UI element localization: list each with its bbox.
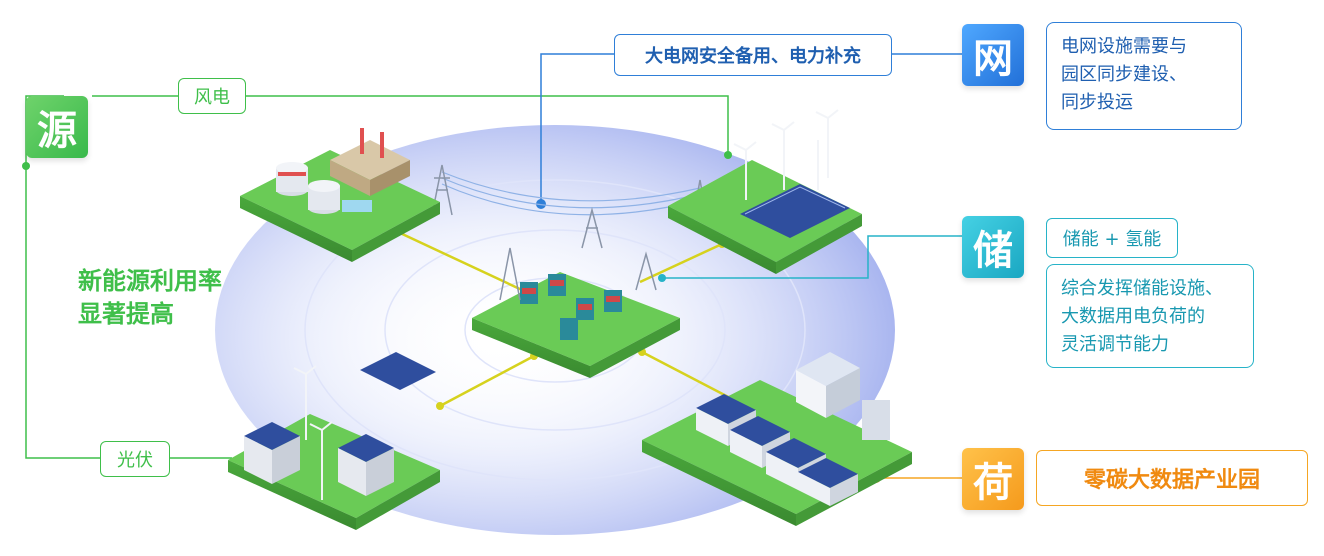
grid-description: 电网设施需要与 园区同步建设、 同步投运 — [1046, 22, 1242, 130]
datacenter-park-label: 零碳大数据产业园 — [1036, 450, 1308, 506]
storage-description-line: 大数据用电负荷的 — [1061, 306, 1205, 327]
storage-description-line: 灵活调节能力 — [1061, 334, 1169, 355]
grid-description-line: 同步投运 — [1061, 92, 1133, 113]
wind-power-label: 风电 — [178, 78, 246, 114]
substation-platform — [472, 247, 680, 378]
grid-icon: 网 — [962, 24, 1024, 86]
source-icon: 源 — [26, 96, 88, 158]
wind-solar-platform — [668, 109, 862, 274]
grid-description-line: 电网设施需要与 — [1061, 36, 1187, 57]
storage-icon: 储 — [962, 216, 1024, 278]
grid-banner: 大电网安全备用、电力补充 — [614, 34, 892, 76]
connector-lines — [25, 53, 962, 479]
grid-description-line: 园区同步建设、 — [1061, 64, 1187, 85]
storage-tag: 储能 + 氢能 — [1046, 218, 1178, 258]
thermal-power-platform — [240, 128, 440, 262]
solar-pv-label: 光伏 — [100, 441, 170, 477]
transmission-lines — [441, 171, 701, 216]
pv-village-platform — [228, 352, 440, 530]
headline-line: 新能源利用率 — [78, 267, 222, 295]
load-icon: 荷 — [962, 448, 1024, 510]
storage-description-line: 综合发挥储能设施、 — [1061, 278, 1223, 299]
headline-line: 显著提高 — [78, 300, 174, 328]
datacenter-platform — [642, 352, 912, 526]
headline: 新能源利用率 显著提高 — [78, 265, 222, 331]
storage-description: 综合发挥储能设施、 大数据用电负荷的 灵活调节能力 — [1046, 264, 1254, 368]
